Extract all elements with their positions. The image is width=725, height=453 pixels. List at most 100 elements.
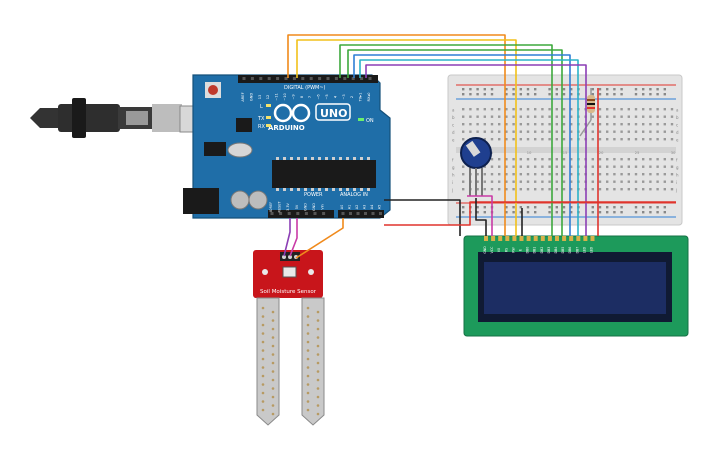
on-label: ON [366, 118, 374, 124]
wire [475, 198, 487, 236]
wire [296, 39, 517, 236]
power-header-label: POWER [304, 192, 323, 198]
wire [359, 59, 579, 236]
wires [283, 34, 676, 259]
breadboard-row-letter: c [452, 123, 454, 128]
model-label: UNO [320, 107, 348, 120]
breadboard-row-letter: c [676, 123, 678, 128]
digital-pin-label: 2 [350, 96, 354, 98]
lcd-pin-label: DB0 [526, 247, 530, 254]
analog-pin-label: A3 [363, 205, 367, 209]
digital-pin-label: 13 [258, 95, 262, 100]
wire [283, 218, 291, 257]
breadboard-column-number: 25 [635, 151, 640, 155]
wire [384, 199, 461, 236]
digital-pin-label: ~11 [275, 93, 279, 101]
brand-label: ARDUINO [268, 124, 305, 132]
breadboard-column-number: 15 [563, 151, 568, 155]
analog-pin-label: A1 [348, 205, 352, 209]
breadboard-row-letter: i [452, 180, 453, 185]
breadboard-row-letter: i [676, 180, 677, 185]
breadboard-row-letter: f [676, 158, 678, 163]
lcd-pin-label: DB3 [547, 247, 551, 254]
breadboard-row-letter: b [452, 115, 455, 120]
digital-pin-label: ~6 [317, 94, 321, 100]
breadboard-row-letter: j [675, 188, 677, 193]
power-jack [183, 188, 219, 214]
digital-pin-label: 8 [300, 95, 304, 98]
wire [365, 64, 587, 236]
power-pin-label: Vin [321, 204, 325, 209]
breadboard-row-letter: a [452, 108, 455, 113]
digital-pin-label: TX▸1 [359, 93, 363, 103]
digital-header [238, 75, 378, 83]
breadboard-row-letter: f [452, 158, 454, 163]
digital-pin-label: 4 [333, 95, 337, 98]
breadboard-column-number: 10 [527, 151, 532, 155]
lcd-pin-label: V0 [497, 248, 501, 252]
led-label-l: L [260, 104, 263, 110]
breadboard-row-letter: j [451, 188, 453, 193]
analog-pin-label: A0 [340, 205, 344, 209]
potentiometer-icon [460, 137, 492, 196]
digital-pin-label: 12 [266, 95, 270, 100]
breadboard-column-number: 20 [599, 151, 604, 155]
arduino-logo: ARDUINO UNO [268, 103, 351, 132]
power-pin-label: IOREF [269, 202, 273, 212]
breadboard-row-letter: e [676, 138, 679, 143]
wire [384, 201, 676, 226]
breadboard-row-letter: h [452, 173, 455, 178]
digital-header-label: DIGITAL (PWM~) [284, 85, 326, 91]
analog-pin-label: A2 [355, 205, 359, 209]
lcd-pin-label: E [519, 249, 523, 251]
breadboard-row-letter: d [452, 130, 455, 135]
wire [287, 34, 506, 236]
lcd-pin-label: RS [504, 248, 508, 252]
led-label-tx: TX [257, 116, 265, 122]
digital-pin-label: ~3 [342, 94, 346, 99]
lcd-pin-label: DB2 [540, 247, 544, 254]
lcd-pin-label: RW [511, 247, 515, 253]
digital-pin-label: ~9 [291, 94, 295, 100]
digital-pin-label: 7 [308, 96, 312, 98]
soil-moisture-sensor: Soil Moisture Sensor [253, 250, 325, 426]
wire [353, 54, 571, 236]
lcd-pin-label: LED [590, 246, 594, 253]
wire [467, 195, 493, 236]
breadboard-row-letter: e [452, 138, 455, 143]
analog-header-label: ANALOG IN [340, 192, 368, 198]
breadboard-row-letter: a [676, 108, 679, 113]
resistor-icon [579, 88, 595, 137]
sensor-label: Soil Moisture Sensor [260, 289, 317, 295]
lcd-pin-label: DB5 [561, 247, 565, 254]
power-pin-label: 5V [295, 204, 299, 209]
breadboard-column-number: 30 [671, 151, 676, 155]
analog-pin-label: A5 [378, 205, 382, 209]
digital-pin-label: GND [249, 93, 253, 101]
led-label-rx: RX [258, 124, 265, 130]
breadboard-row-letter: h [676, 173, 679, 178]
analog-pin-label: A4 [370, 205, 374, 209]
lcd-pin-label: GND [483, 246, 487, 254]
power-pin-label: GND [303, 203, 307, 211]
digital-pin-label: ~10 [283, 92, 287, 100]
power-pin-label: 3.3V [286, 202, 290, 210]
digital-pin-label: ~5 [325, 94, 329, 99]
wire [347, 49, 563, 236]
digital-pin-label: AREF [241, 92, 245, 101]
breadboard-row-letter: g [676, 165, 679, 170]
lcd-pin-label: LED [582, 246, 586, 253]
analog-header [338, 210, 384, 218]
breadboard-row-letter: b [676, 115, 679, 120]
power-pin-label: RESET [278, 201, 282, 213]
lcd-pin-label: DB6 [568, 247, 572, 254]
breadboard-row-letter: d [676, 130, 679, 135]
wire [339, 44, 553, 236]
lcd-pin-label: DB7 [575, 247, 579, 254]
wire [289, 218, 298, 257]
power-pin-label: GND [312, 203, 316, 211]
